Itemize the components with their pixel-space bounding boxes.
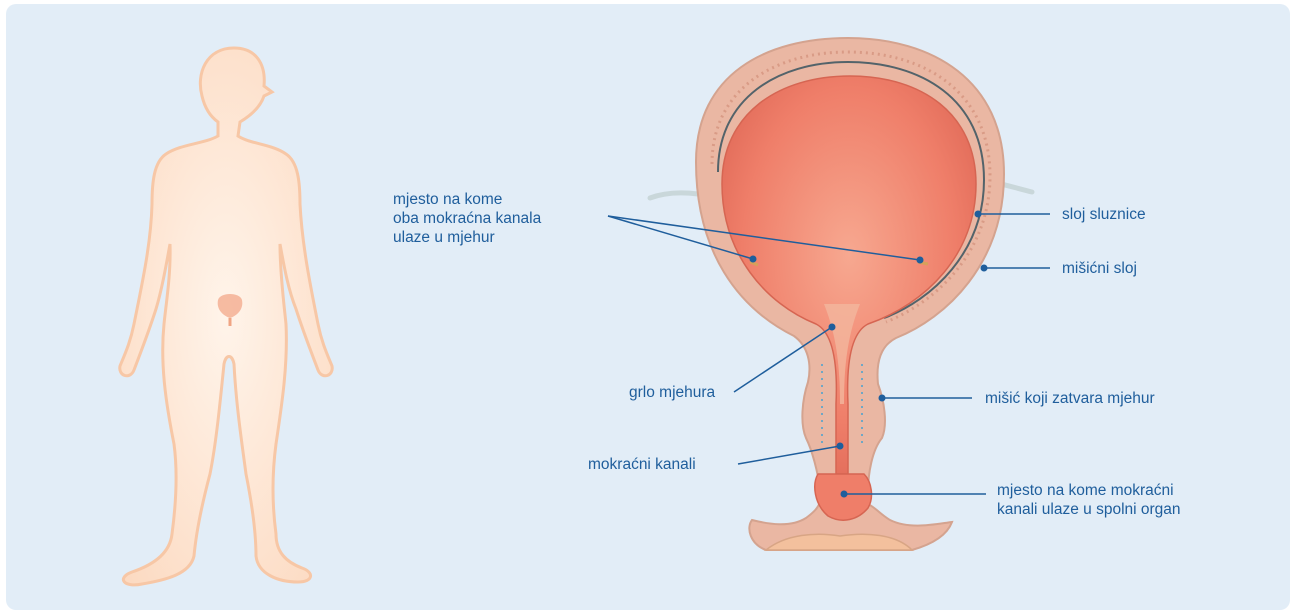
label-mucosa: sloj sluznice [1062, 205, 1146, 224]
label-urethra-entry: mjesto na kome mokraćni kanali ulaze u s… [997, 481, 1181, 519]
label-ureter-entry: mjesto na kome oba mokraćna kanala ulaze… [393, 190, 541, 247]
label-urethra: mokraćni kanali [588, 455, 696, 474]
dot-muscle-layer [981, 265, 988, 272]
human-body-silhouette [120, 48, 332, 585]
dot-mucosa [975, 211, 982, 218]
dot-sphincter [879, 395, 886, 402]
dot-urethra [837, 443, 844, 450]
diagram-artwork [6, 4, 1290, 610]
label-urethra-entry-line-1: mjesto na kome mokraćni [997, 481, 1181, 500]
label-muscle-layer: mišićni sloj [1062, 259, 1137, 278]
dot-ureter-entry-left [750, 256, 757, 263]
label-sphincter: mišić koji zatvara mjehur [985, 389, 1155, 408]
label-bladder-neck: grlo mjehura [629, 383, 715, 402]
diagram-panel: mjesto na kome oba mokraćna kanala ulaze… [6, 4, 1290, 610]
dot-bladder-neck [829, 324, 836, 331]
label-ureter-entry-line-3: ulaze u mjehur [393, 228, 541, 247]
label-ureter-entry-line-2: oba mokraćna kanala [393, 209, 541, 228]
dot-ureter-entry-right [917, 257, 924, 264]
label-urethra-entry-line-2: kanali ulaze u spolni organ [997, 500, 1181, 519]
dot-urethra-entry [841, 491, 848, 498]
bladder-cross-section [650, 38, 1032, 550]
label-ureter-entry-line-1: mjesto na kome [393, 190, 541, 209]
